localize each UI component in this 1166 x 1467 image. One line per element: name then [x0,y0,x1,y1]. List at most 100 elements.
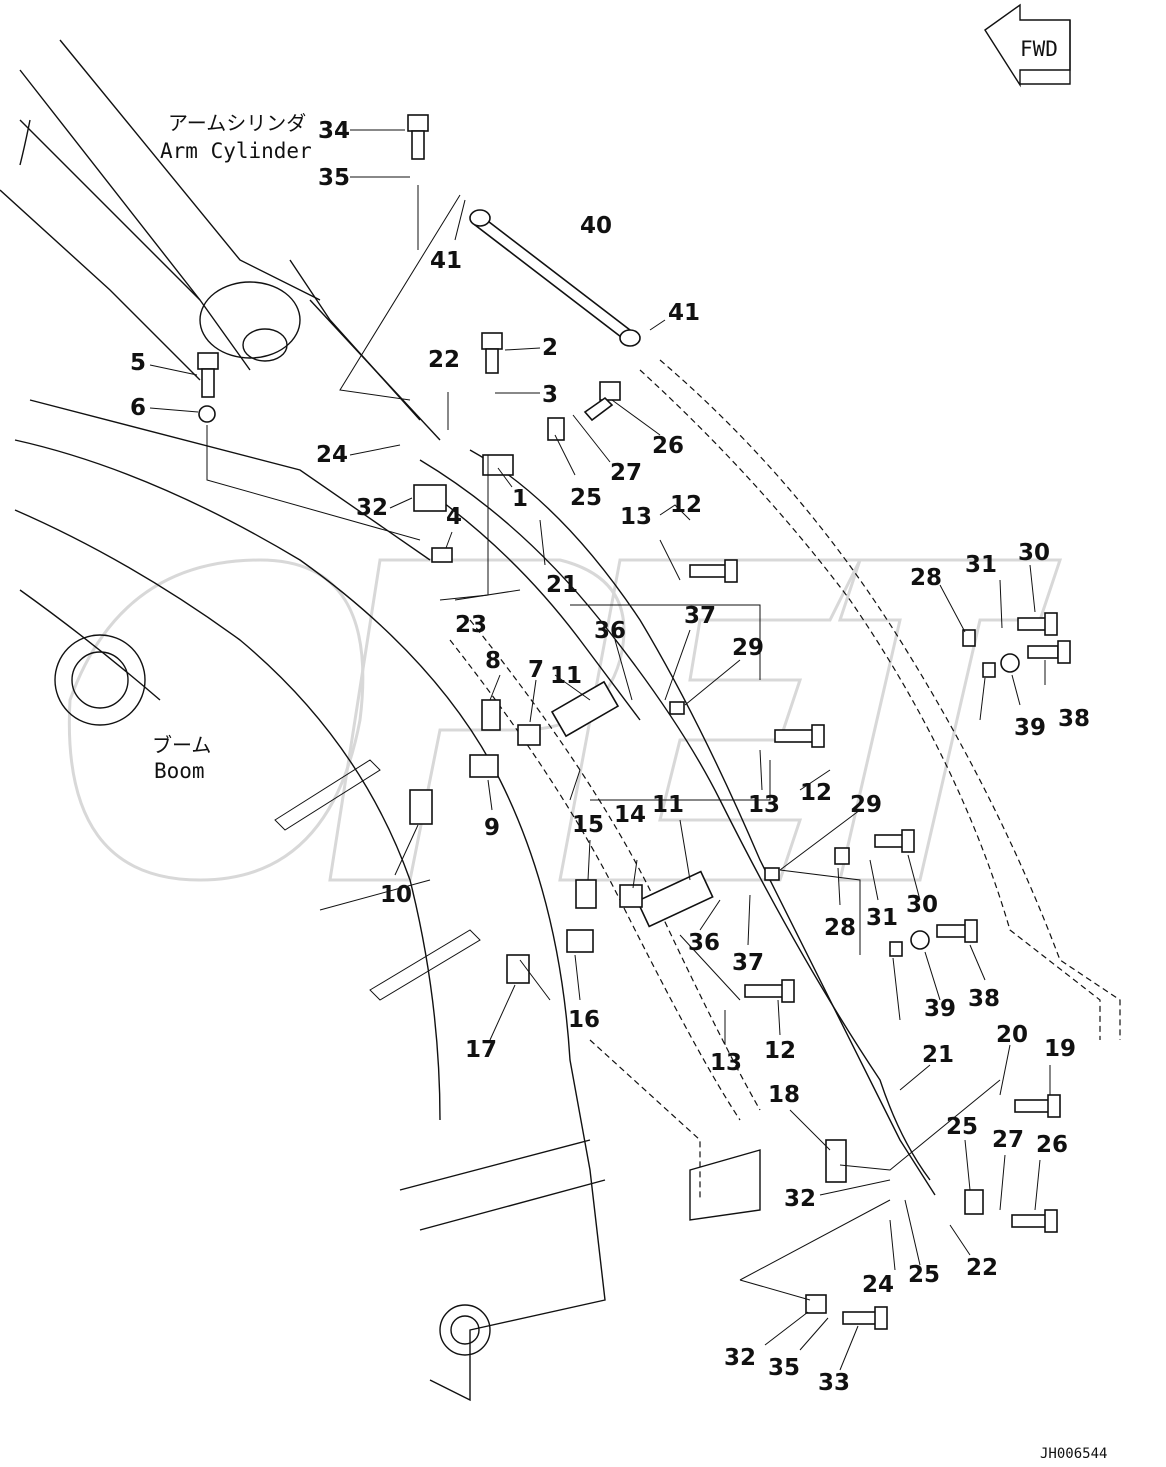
arm-cylinder-jp-label: アームシリンダ [168,111,306,135]
clip-28-b [834,847,850,865]
callout-label: 11 [652,792,684,818]
callout-label: 15 [572,812,604,838]
bolt-12-c [744,979,795,1003]
bolt-12-b [774,724,825,748]
callout-label: 28 [910,565,942,591]
callout-label: 14 [614,802,646,828]
callout-label: 8 [485,648,501,674]
callout-label: 7 [528,657,544,683]
callout-label: 26 [652,433,684,459]
clamp-25-bottom [964,1189,984,1215]
callout-label: 24 [862,1272,894,1298]
clamp-10 [409,789,433,825]
arm-cylinder-en-label: Arm Cylinder [160,139,312,163]
callout-label: 11 [550,663,582,689]
callout-label: 16 [568,1007,600,1033]
callout-label: 21 [922,1042,954,1068]
callout-label: 32 [724,1345,756,1371]
callout-label: 21 [546,572,578,598]
clamp-25-top [547,417,565,441]
callout-label: 17 [465,1037,497,1063]
arm-cylinder [0,39,441,441]
callout-label: 12 [800,780,832,806]
arm-body [449,359,1121,1221]
clamp-36-a [982,662,996,678]
boom-jp-label: ブーム [152,733,211,757]
callout-label: 4 [446,504,462,530]
callout-label: 24 [316,442,348,468]
callout-label: 6 [130,395,146,421]
callout-label: 30 [906,892,938,918]
callout-label: 2 [542,335,558,361]
callout-label: 36 [594,618,626,644]
callout-label: 12 [670,492,702,518]
callout-label: 29 [732,635,764,661]
callout-numbers: 34 35 41 40 41 5 6 22 2 3 26 27 25 24 32… [130,118,1090,1396]
washer-6 [198,405,216,423]
callout-label: 38 [968,986,1000,1012]
bolt-33 [842,1306,888,1330]
callout-label: 28 [824,915,856,941]
callout-label: 23 [455,612,487,638]
bolt-34 [407,114,429,160]
callout-label: 34 [318,118,350,144]
clamp-36-b [889,941,903,957]
callout-label: 22 [428,347,460,373]
callout-label: 9 [484,815,500,841]
bolt-26-top [583,381,621,422]
callout-label: 25 [570,485,602,511]
clip-28-a [962,629,976,647]
clamp-14 [619,884,643,908]
bolt-38-a [1027,640,1071,664]
leader-lines [149,129,1051,1371]
callout-label: 5 [130,350,146,376]
callout-label: 25 [908,1262,940,1288]
callout-label: 20 [996,1022,1028,1048]
callout-label: 37 [684,603,716,629]
callout-label: 37 [732,950,764,976]
callout-label: 36 [688,930,720,956]
bracket-1 [482,454,514,476]
callout-label: 30 [1018,540,1050,566]
callout-label: 38 [1058,706,1090,732]
callout-label: 26 [1036,1132,1068,1158]
clamp-8 [481,699,501,731]
clamp-4 [431,547,453,563]
callout-label: 32 [356,495,388,521]
callout-label: 35 [318,165,350,191]
bolt-19 [1014,1094,1061,1118]
clamp-32-top [413,484,447,512]
callout-label: 13 [620,504,652,530]
washer-39-b [910,930,930,950]
bracket-11-a [550,680,620,738]
callout-label: 3 [542,382,558,408]
clamp-9 [469,754,499,778]
callout-label: 31 [965,552,997,578]
bolt-30-a [1017,612,1058,636]
boom-body [14,399,606,1402]
callout-label: 39 [1014,715,1046,741]
clamp-32-bottom [805,1294,827,1314]
pipe-40 [469,209,641,347]
callout-label: 40 [580,213,612,239]
fwd-arrow-icon [984,3,1071,88]
callout-label: 31 [866,905,898,931]
callout-label: 12 [764,1038,796,1064]
callout-label: 18 [768,1082,800,1108]
callout-label: 39 [924,996,956,1022]
bolt-26-bottom [1011,1209,1058,1233]
callout-label: 27 [992,1127,1024,1153]
bolt-12-a [689,559,738,583]
callout-label: 19 [1044,1036,1076,1062]
bracket-18 [825,1139,847,1183]
callout-label: 33 [818,1370,850,1396]
callout-label: 10 [380,882,412,908]
sleeve-29-b [764,867,780,881]
callout-label: 1 [512,486,528,512]
clamp-15 [575,879,597,909]
boom-en-label: Boom [154,759,205,783]
drawing-code: JH006544 [1040,1446,1107,1462]
clamp-17 [506,954,530,984]
callout-label: 29 [850,792,882,818]
